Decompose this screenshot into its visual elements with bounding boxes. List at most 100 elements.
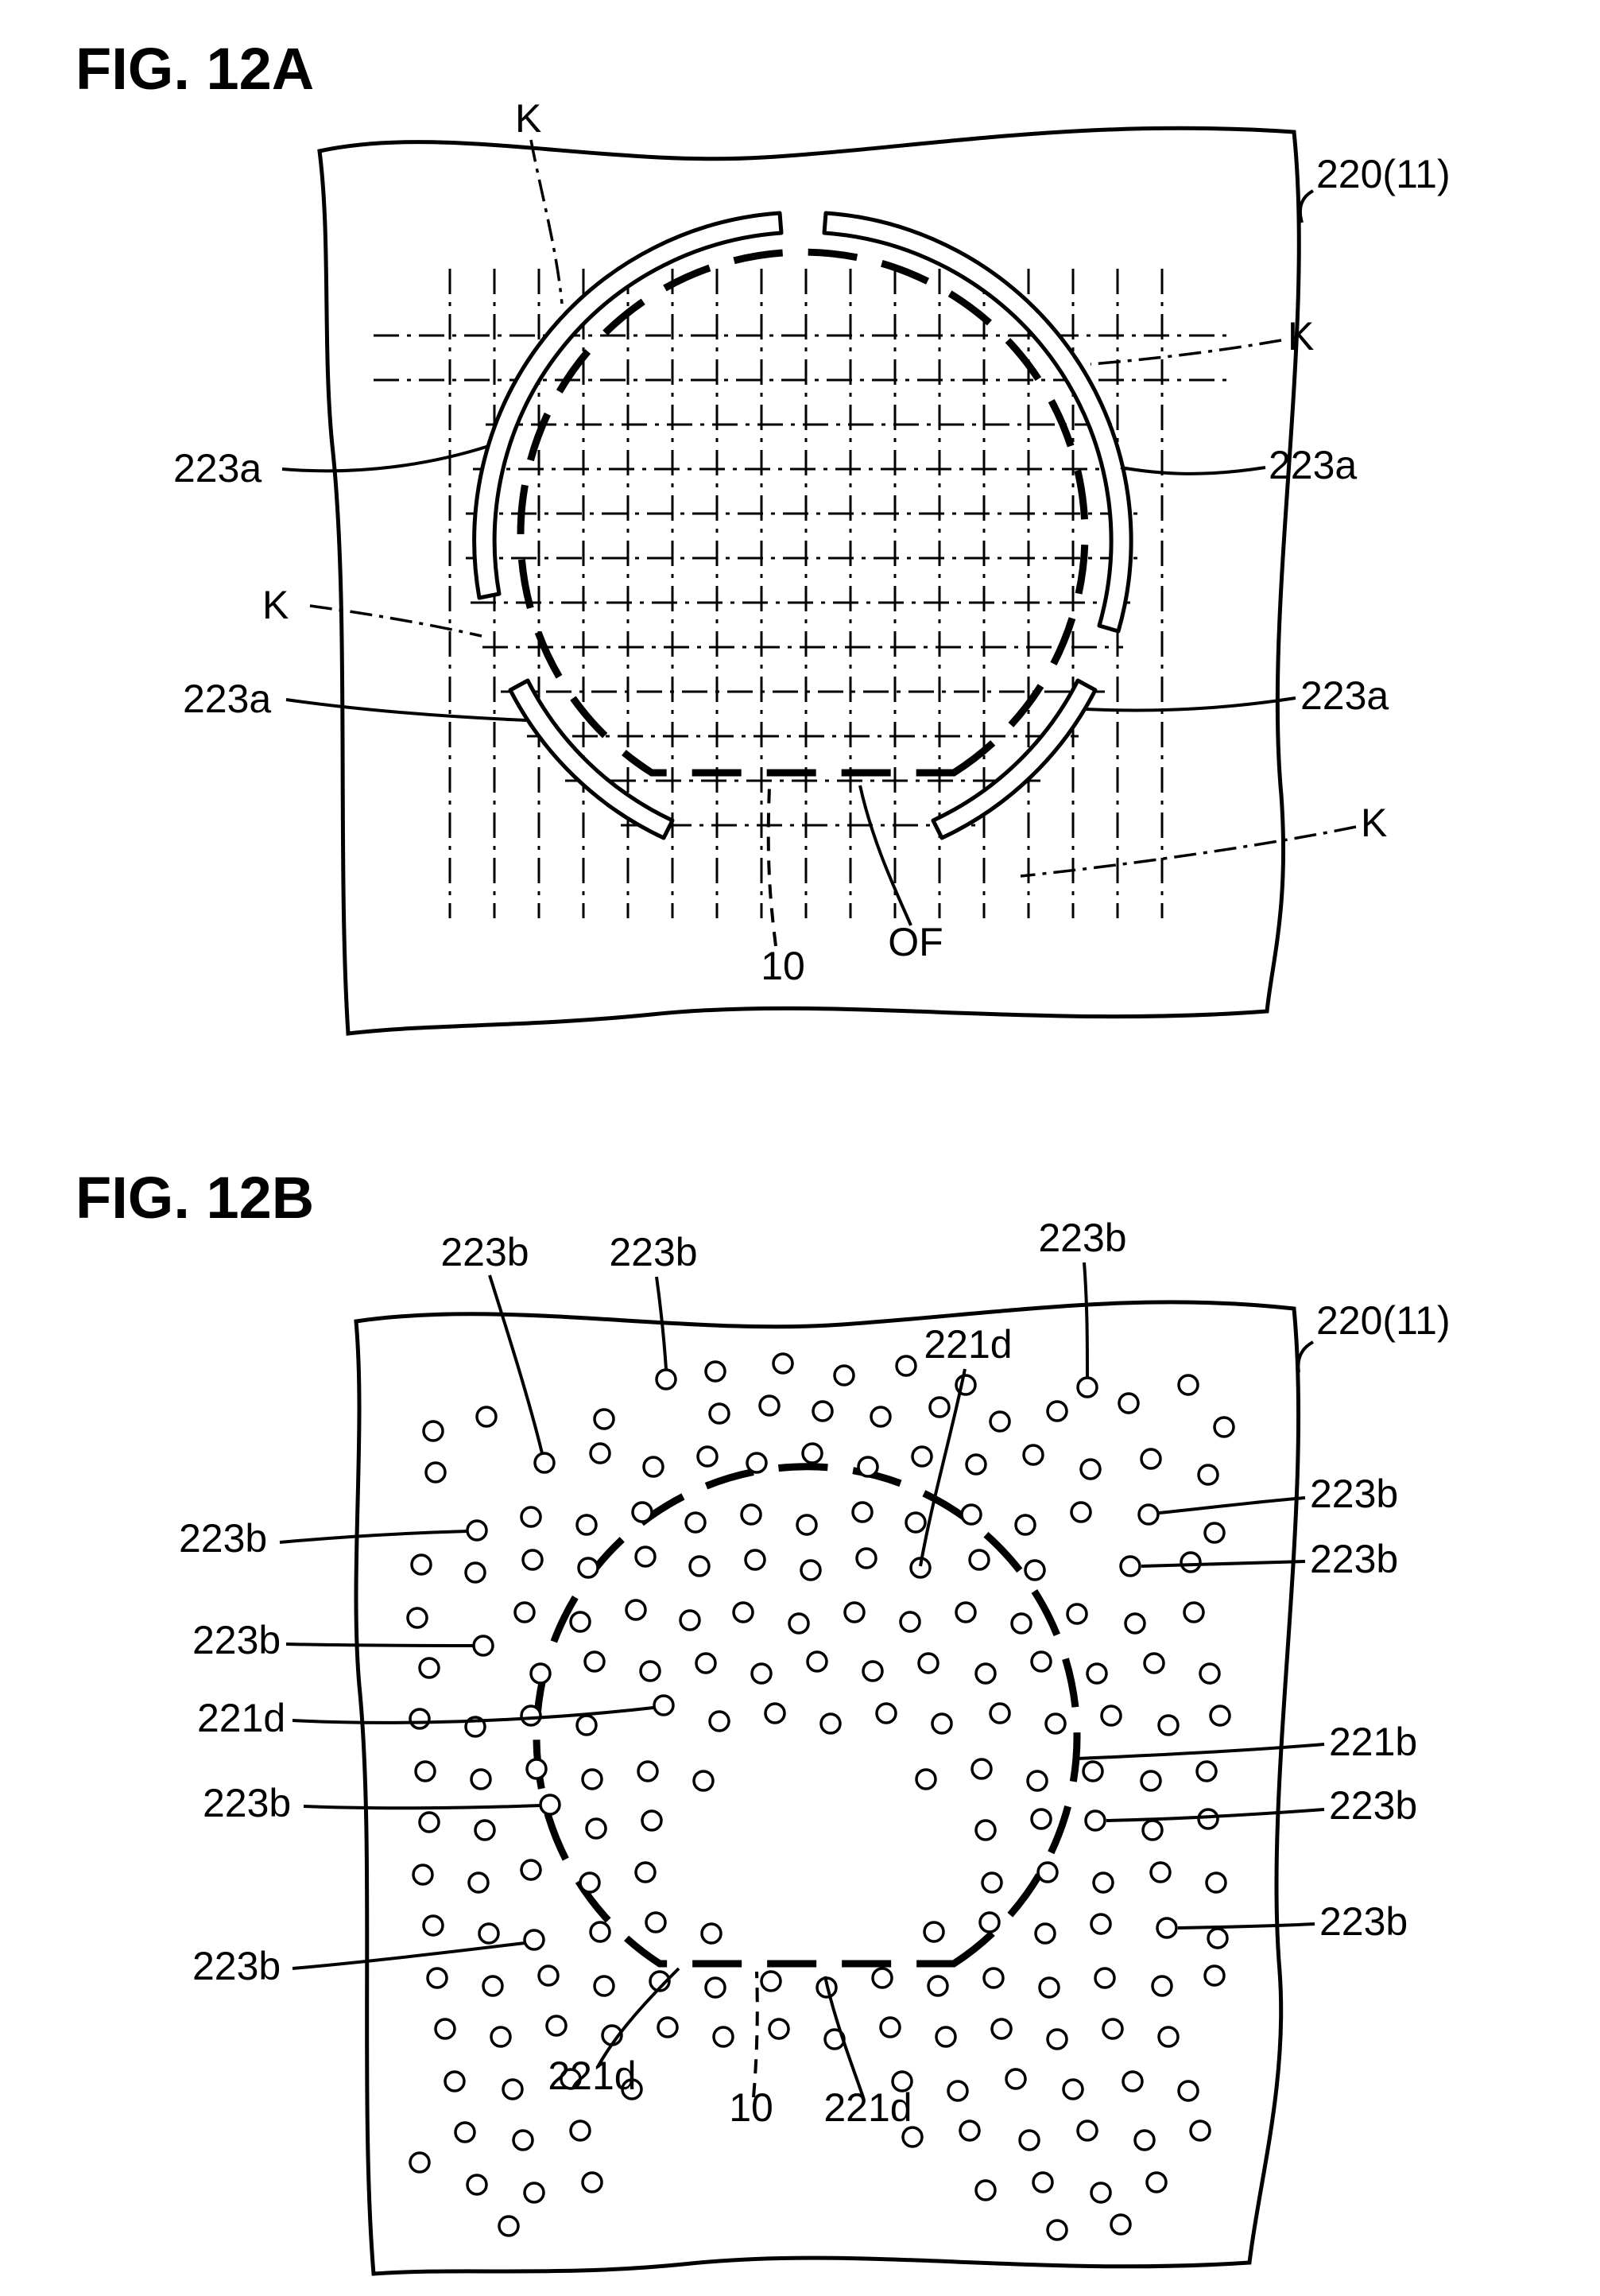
adhesive-hole — [525, 1758, 548, 1780]
adhesive-hole — [418, 1811, 440, 1833]
label-hole-right-3: 223b — [1329, 1783, 1417, 1828]
adhesive-hole — [990, 2018, 1013, 2040]
leader-hole-left-4 — [292, 1941, 525, 1970]
adhesive-hole — [806, 1650, 828, 1673]
adhesive-hole — [796, 1514, 818, 1536]
adhesive-hole — [1151, 1975, 1173, 1997]
adhesive-hole — [498, 2215, 520, 2237]
leader-adhesive-dot-left — [292, 1706, 654, 1724]
label-hole-left-1: 223b — [179, 1516, 267, 1561]
adhesive-hole — [593, 1408, 615, 1430]
figure-12b: FIG. 12B 223b 223b 223b 221d 220(11) 223… — [76, 1165, 1451, 2276]
adhesive-hole — [788, 1612, 810, 1635]
leader-k-top — [529, 139, 564, 304]
adhesive-hole — [1046, 2028, 1068, 2050]
adhesive-hole — [1145, 2171, 1168, 2193]
label-slit-upper-left: 223a — [173, 446, 262, 491]
adhesive-hole — [512, 2129, 534, 2151]
adhesive-hole — [758, 1394, 781, 1417]
adhesive-hole — [474, 1819, 496, 1841]
label-hole-top-2: 223b — [609, 1230, 697, 1274]
adhesive-hole — [1076, 2120, 1098, 2142]
adhesive-hole — [959, 2120, 981, 2142]
label-sheet-ref-a: 220(11) — [1316, 152, 1451, 196]
label-adhesive-dot-bottom-1: 221d — [548, 2054, 636, 2098]
adhesive-hole — [870, 1406, 892, 1428]
leader-adhesive-layer — [1077, 1743, 1325, 1760]
adhesive-hole — [575, 1514, 598, 1536]
adhesive-hole — [520, 1705, 542, 1727]
adhesive-hole — [472, 1635, 494, 1657]
adhesive-hole — [467, 1871, 490, 1894]
adhesive-hole — [915, 1768, 937, 1790]
label-hole-right-2: 223b — [1310, 1537, 1398, 1581]
adhesive-hole — [871, 1967, 893, 1989]
adhesive-hole — [581, 1768, 603, 1790]
adhesive-hole — [955, 1601, 977, 1623]
adhesive-hole — [533, 1452, 556, 1474]
adhesive-hole — [978, 1911, 1001, 1933]
adhesive-hole — [905, 1511, 927, 1534]
adhesive-hole — [422, 1914, 444, 1937]
adhesive-hole — [1199, 1662, 1221, 1685]
label-hole-left-4: 223b — [192, 1944, 281, 1988]
adhesive-hole — [679, 1609, 701, 1631]
adhesive-hole — [625, 1599, 647, 1621]
leader-hole-top-1 — [488, 1274, 544, 1454]
adhesive-hole — [478, 1922, 500, 1945]
adhesive-hole — [1086, 1662, 1108, 1685]
label-wafer-b: 10 — [729, 2085, 773, 2130]
adhesive-hole — [529, 1662, 552, 1685]
adhesive-hole — [851, 1501, 874, 1523]
adhesive-hole — [812, 1400, 834, 1422]
adhesive-hole — [911, 1445, 933, 1468]
adhesive-hole — [593, 1975, 615, 1997]
adhesive-hole — [1203, 1964, 1226, 1987]
adhesive-hole — [935, 2026, 957, 2048]
adhesive-hole — [621, 2078, 643, 2100]
adhesive-hole — [1156, 1917, 1178, 1939]
adhesive-hole — [466, 2174, 488, 2196]
adhesive-hole — [708, 1402, 730, 1425]
label-slit-upper-right: 223a — [1269, 443, 1357, 487]
adhesive-hole — [642, 1456, 664, 1478]
leader-hole-right-2 — [1141, 1560, 1306, 1568]
figure-a-title: FIG. 12A — [76, 36, 314, 102]
adhesive-hole — [712, 2026, 734, 2048]
adhesive-hole — [746, 1452, 768, 1474]
adhesive-hole — [1140, 1770, 1162, 1792]
adhesive-hole — [539, 1794, 561, 1816]
adhesive-hole — [412, 1864, 434, 1886]
adhesive-hole — [1024, 1559, 1046, 1581]
label-hole-right-1: 223b — [1310, 1472, 1398, 1516]
adhesive-holes — [406, 1352, 1235, 2241]
adhesive-hole — [655, 1368, 677, 1390]
adhesive-hole — [895, 1355, 917, 1377]
adhesive-hole — [523, 2182, 545, 2204]
adhesive-hole — [434, 2018, 456, 2040]
adhesive-hole — [579, 1871, 601, 1894]
adhesive-hole — [1018, 2129, 1040, 2151]
adhesive-hole — [585, 1817, 607, 1840]
adhesive-hole — [1066, 1603, 1088, 1625]
adhesive-hole — [583, 1650, 606, 1673]
adhesive-hole — [1030, 1650, 1052, 1673]
adhesive-hole — [634, 1861, 657, 1883]
leader-k-bottom — [1020, 825, 1357, 878]
adhesive-hole — [744, 1549, 766, 1571]
adhesive-hole — [1102, 2018, 1124, 2040]
figure-b-title: FIG. 12B — [76, 1165, 314, 1231]
adhesive-hole — [418, 1657, 440, 1679]
adhesive-hole — [696, 1445, 719, 1468]
adhesive-hole — [928, 1396, 951, 1418]
label-slit-lower-right: 223a — [1300, 673, 1389, 718]
adhesive-hole — [857, 1456, 879, 1478]
leader-slit-upper-left — [281, 444, 490, 473]
adhesive-hole — [1197, 1464, 1219, 1486]
adhesive-hole — [410, 1553, 432, 1576]
adhesive-hole — [490, 2026, 512, 2048]
label-hole-right-4: 223b — [1319, 1899, 1408, 1944]
adhesive-hole — [1014, 1514, 1036, 1536]
adhesive-hole — [692, 1770, 715, 1792]
adhesive-hole — [1209, 1705, 1231, 1727]
